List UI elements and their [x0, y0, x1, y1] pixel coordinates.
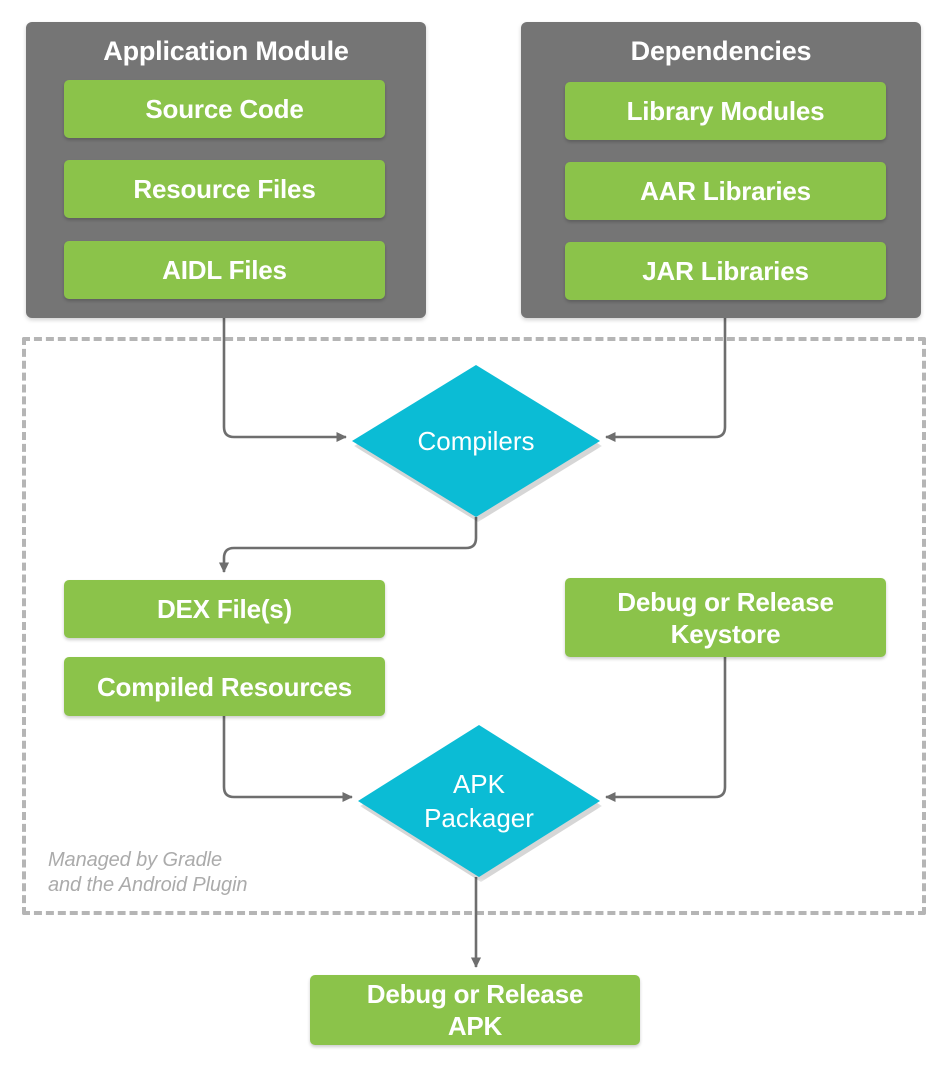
- item-aidl-files-label: AIDL Files: [162, 255, 287, 285]
- item-aar-libraries-label: AAR Libraries: [640, 176, 811, 206]
- item-source-code-label: Source Code: [145, 94, 304, 124]
- managed-by-gradle-note: Managed by Gradle and the Android Plugin: [48, 849, 248, 896]
- artifact-output-apk[interactable]: Debug or Release APK: [310, 975, 640, 1045]
- item-aar-libraries[interactable]: AAR Libraries: [565, 162, 886, 220]
- item-library-modules[interactable]: Library Modules: [565, 82, 886, 140]
- item-aidl-files[interactable]: AIDL Files: [64, 241, 385, 299]
- artifact-dex-files[interactable]: DEX File(s): [64, 580, 385, 638]
- artifact-keystore[interactable]: Debug or Release Keystore: [565, 578, 886, 657]
- process-apk-packager-label: APK Packager: [424, 769, 534, 833]
- artifact-compiled-resources[interactable]: Compiled Resources: [64, 657, 385, 716]
- item-resource-files[interactable]: Resource Files: [64, 160, 385, 218]
- process-compilers-label: Compilers: [417, 426, 535, 456]
- artifact-dex-files-label: DEX File(s): [156, 594, 293, 624]
- item-resource-files-label: Resource Files: [133, 174, 316, 204]
- artifact-output-apk-label: Debug or Release APK: [366, 979, 584, 1041]
- item-jar-libraries[interactable]: JAR Libraries: [565, 242, 886, 300]
- artifact-keystore-label: Debug or Release Keystore: [617, 586, 834, 649]
- artifact-compiled-resources-label: Compiled Resources: [96, 671, 353, 702]
- group-title-dependencies: Dependencies: [630, 36, 812, 66]
- item-jar-libraries-label: JAR Libraries: [642, 256, 809, 286]
- item-source-code[interactable]: Source Code: [64, 80, 385, 138]
- item-library-modules-label: Library Modules: [626, 96, 825, 126]
- group-title-application-module: Application Module: [103, 36, 349, 66]
- managed-by-gradle-region: [22, 337, 926, 915]
